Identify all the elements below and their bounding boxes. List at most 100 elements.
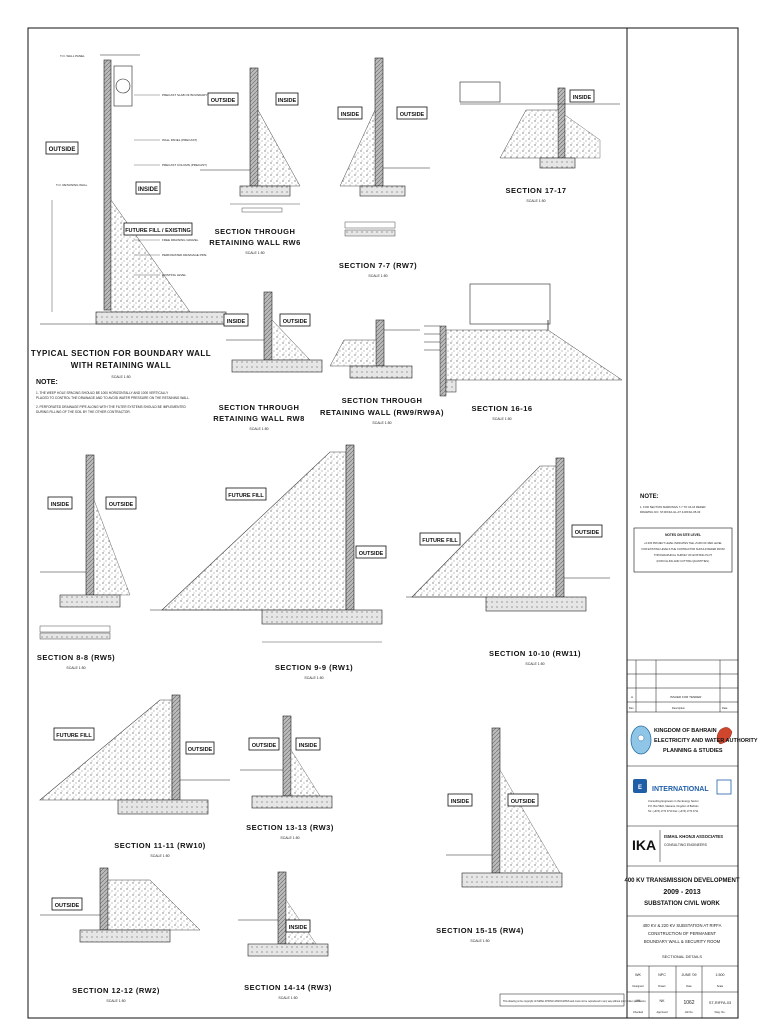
sheet-note-line-2: PLACED TO CONTROL THE DRAINAGE AND TO AV… (36, 396, 190, 400)
rw9-title-2: RETAINING WALL (RW9/RW9A) (320, 408, 444, 417)
footer-scale-label: Scale (717, 984, 724, 988)
s1515-drawing (446, 727, 563, 888)
rw6-title-2: RETAINING WALL RW6 (209, 238, 301, 247)
rev-header-description: Description (672, 706, 686, 710)
rev-header-rev: Rev (629, 706, 634, 710)
rw8-drawing (226, 291, 323, 373)
sheet-border (27, 27, 739, 1019)
s1515-outside-label: OUTSIDE (511, 799, 536, 805)
footer-dwg-label: Dwg. No. (715, 1010, 726, 1014)
s77-outside-label: OUTSIDE (400, 112, 425, 118)
consultant-addr-1: P.O. Box 5622, Manama, Kingdom of Bahrai… (648, 805, 699, 808)
svg-text:FREE DRAINING GRAVEL: FREE DRAINING GRAVEL (162, 238, 199, 242)
svg-text:PRECAST COLUMN (PRECAST): PRECAST COLUMN (PRECAST) (162, 163, 207, 167)
s88-scale: SCALE 1:50 (66, 666, 85, 670)
consultant-name: INTERNATIONAL (652, 786, 709, 793)
typical-inside-label: INSIDE (138, 187, 158, 193)
copyright-notice: This drawing is the copyright of ISMAIL … (503, 1000, 647, 1003)
associate-sub: CONSULTING ENGINEERS (664, 843, 708, 847)
client-line-3: PLANNING & STUDIES (663, 748, 723, 754)
s1010-title: SECTION 10-10 (RW11) (489, 649, 581, 658)
s1616-scale: SCALE 1:50 (492, 417, 511, 421)
footer-checked-label: Checked (633, 1010, 644, 1014)
s77-drawing (339, 57, 430, 237)
svg-text:EXISTING LEVEL: EXISTING LEVEL (162, 273, 187, 277)
rw9-drawing (329, 319, 420, 379)
rw6-title: SECTION THROUGH (215, 227, 296, 236)
s1515-inside-label: INSIDE (451, 799, 470, 805)
s88-drawing (39, 454, 131, 640)
s77-inside-label: INSIDE (341, 112, 360, 118)
s1313-inside-label: INSIDE (299, 743, 318, 749)
sheet-note-line-4: DURING FILLING OF THE SOIL BY THE OTHER … (36, 410, 131, 414)
rw6-outside-label: OUTSIDE (211, 98, 236, 104)
rev-description: ISSUED FOR TENDER (670, 695, 702, 699)
rev-header-date: Date (722, 706, 728, 710)
footer-designed-value: WK (635, 973, 641, 977)
s1414-scale: SCALE 1:50 (278, 996, 297, 1000)
rw8-title-2: RETAINING WALL RW8 (213, 414, 305, 423)
footer-job-label: Job No. (685, 1010, 694, 1014)
project-line-3: SUBSTATION CIVIL WORK (644, 901, 720, 907)
s1414-inside-label: INSIDE (289, 925, 308, 931)
s1313-drawing (240, 715, 333, 809)
bahrain-emblem-icon (716, 727, 733, 745)
drawing-line-2: CONSTRUCTION OF PERMANENT (648, 931, 717, 936)
tb-note-line-2: DRAWING NO. ST-RIFFA-GL-07 & RIFFA-05-03 (640, 510, 701, 514)
s1111-scale: SCALE 1:50 (150, 854, 169, 858)
sheet-note-line-1: 1. THE WEEP HOLE SPACING SHOULD BE 1000 … (36, 391, 169, 395)
s99-drawing (150, 444, 383, 643)
s1515-scale: SCALE 1:50 (470, 939, 489, 943)
s1111-title: SECTION 11-11 (RW10) (114, 841, 206, 850)
rw8-title: SECTION THROUGH (219, 403, 300, 412)
typical-section-drawing: PRECAST SLAB OF BOUNDARY WALL WALL PANEL… (40, 54, 240, 325)
footer-drawn-label: Drawn (658, 984, 666, 988)
consultant-addr-2: Tel: (+973) 1770 3710 Fax: (+973) 1770 3… (648, 810, 699, 813)
rw8-outside-label: OUTSIDE (283, 319, 308, 325)
tb-note-heading: NOTE: (640, 494, 659, 500)
s1111-drawing (39, 694, 230, 815)
tb-note-line-1: 1. FOR SECTION MARKINGS 7-7 TO 16-16 REF… (640, 505, 705, 509)
svg-text:T.O. RETAINING WALL: T.O. RETAINING WALL (56, 183, 88, 187)
rw8-scale: SCALE 1:50 (249, 427, 268, 431)
footer-scale-value: 1:500 (716, 973, 725, 977)
rev-letter: A (631, 695, 633, 699)
svg-text:T.O. WALL PANEL: T.O. WALL PANEL (60, 54, 85, 58)
s1515-title: SECTION 15-15 (RW4) (436, 926, 524, 935)
sheet-note-heading: NOTE: (36, 379, 58, 386)
consultant-sub: Consulting Engineers in the Energy Secto… (648, 799, 699, 803)
footer-job-value: 1062 (683, 1000, 694, 1006)
typical-section-title: TYPICAL SECTION FOR BOUNDARY WALL (31, 349, 211, 358)
site-level-box (633, 527, 733, 573)
s1313-title: SECTION 13-13 (RW3) (246, 823, 334, 832)
s1717-scale: SCALE 1:50 (526, 199, 545, 203)
svg-text:WALL PANEL (PRECAST): WALL PANEL (PRECAST) (162, 138, 197, 142)
site-level-line-4: (FOR FILLING AND CUTTING QUANTITIES). (656, 559, 709, 563)
s77-title: SECTION 7-7 (RW7) (339, 261, 417, 270)
drawing-line-1: 400 KV & 220 KV SUBSTATION AT RIFFA (643, 923, 722, 928)
s1313-outside-label: OUTSIDE (252, 743, 277, 749)
title-block: NOTE: 1. FOR SECTION MARKINGS 7-7 TO 16-… (624, 494, 758, 1018)
drawing-line-3: BOUNDARY WALL & SECURITY ROOM (644, 939, 721, 944)
s1414-drawing (238, 871, 329, 957)
footer-drawn-value: NPC (658, 973, 666, 977)
s99-scale: SCALE 1:50 (304, 676, 323, 680)
s1717-inside-label: INSIDE (573, 95, 592, 101)
typical-outside-label: OUTSIDE (49, 147, 76, 153)
s1313-scale: SCALE 1:50 (280, 836, 299, 840)
project-line-1: 400 KV TRANSMISSION DEVELOPMENT (624, 878, 739, 884)
site-level-line-1: +0.000 PROJECT LEVEL INDICATES THE +5.00… (644, 541, 722, 545)
s1212-title: SECTION 12-12 (RW2) (72, 986, 160, 995)
footer-checked-value: HK (636, 999, 642, 1003)
rw9-title: SECTION THROUGH (342, 396, 423, 405)
client-line-2: ELECTRICITY AND WATER AUTHORITY (654, 738, 758, 744)
typical-section-title-2: WITH RETAINING WALL (71, 361, 171, 370)
typical-scale: SCALE 1:50 (111, 375, 130, 379)
certification-logo-icon (716, 779, 732, 795)
footer-dwg-value: ST-RIFFA-03 (709, 1001, 731, 1005)
s77-scale: SCALE 1:50 (368, 274, 387, 278)
rw6-scale: SCALE 1:50 (245, 251, 264, 255)
sheet-note-line-3: 2. PERFORATED DRAINAGE PIPE ALONG WITH T… (36, 405, 187, 409)
s1616-drawing (424, 283, 623, 397)
